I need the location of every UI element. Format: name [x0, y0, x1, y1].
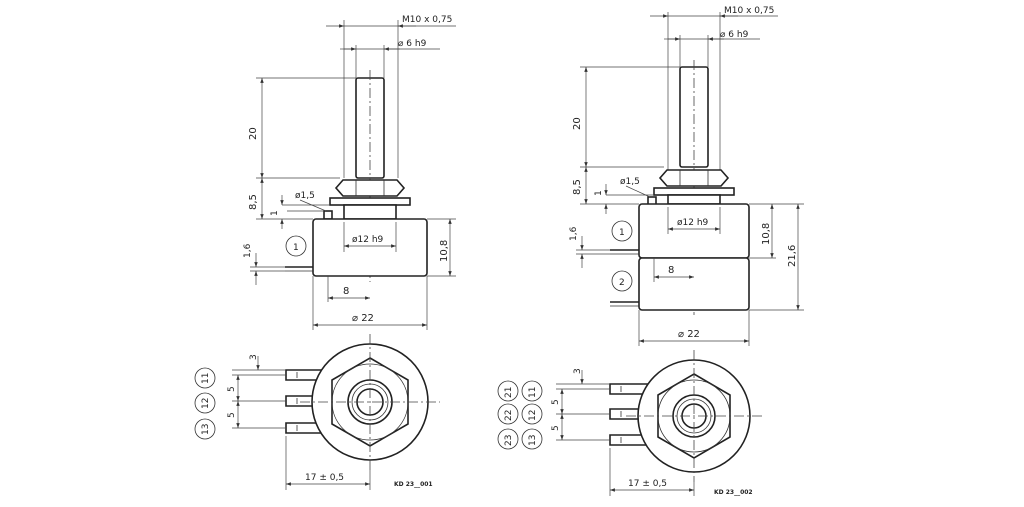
svg-text:12: 12	[528, 410, 538, 421]
offset-dim: 8	[343, 286, 349, 297]
washer-dim-right: 1	[594, 190, 604, 196]
label-11	[194, 367, 216, 389]
hex-nut	[334, 179, 406, 197]
pitch-dim-2: 5	[227, 412, 237, 418]
terminal-thickness-dim-right: 1,6	[569, 226, 579, 241]
label-12	[194, 392, 216, 414]
pin-dia-dim-right: ø1,5	[620, 177, 640, 187]
callout-1	[285, 235, 307, 257]
body-diameter-dim-right: ⌀ 22	[678, 329, 700, 340]
right-side-view: M10 x 0,75 ⌀ 6 h9 20 8,5 1 ø1,5	[569, 6, 804, 346]
label-23	[497, 428, 519, 450]
label-11-right	[521, 380, 543, 402]
callout-2-right	[611, 270, 633, 292]
bushing	[343, 204, 397, 220]
body-height-dim: 10,8	[439, 240, 450, 262]
washer-right	[653, 187, 735, 196]
terminal-thickness-dim: 1,6	[243, 243, 253, 258]
body-upper	[638, 203, 750, 259]
shaft-diameter-label: ⌀ 6 h9	[398, 39, 427, 49]
svg-text:23: 23	[504, 435, 514, 446]
svg-text:12: 12	[201, 398, 211, 409]
top-gap-dim-right: 3	[573, 368, 583, 374]
left-front-view: 11 12 13 3 5 5 17 ± 0,5 KD 23__001	[194, 334, 440, 490]
hex-nut-right	[658, 169, 730, 187]
body-height-dim-right: 10,8	[761, 223, 772, 245]
svg-text:21: 21	[504, 387, 514, 398]
body-diameter-dim: ⌀ 22	[352, 313, 374, 324]
shaft-length-dim-right: 20	[572, 117, 583, 130]
bushing-dim-right: 8,5	[572, 179, 583, 195]
label-13-right	[521, 428, 543, 450]
label-22	[497, 403, 519, 425]
offset-dim-right: 8	[668, 265, 674, 276]
svg-text:22: 22	[504, 410, 514, 421]
body-lower	[638, 257, 750, 311]
callout-1-right	[611, 220, 633, 242]
svg-text:11: 11	[528, 387, 538, 398]
pilot-diameter-dim-right: ø12 h9	[677, 218, 709, 228]
svg-text:2: 2	[619, 278, 625, 288]
pitch-dim-1-right: 5	[551, 399, 561, 405]
thread-label-right: M10 x 0,75	[724, 6, 774, 16]
pitch-dim-1: 5	[227, 386, 237, 392]
top-gap-dim: 3	[249, 354, 259, 360]
right-front-view: 21 11 22 12 23 13 3 5 5 17 ± 0,5 KD 23__…	[497, 350, 762, 496]
total-height-dim: 21,6	[787, 245, 798, 267]
drawing-id: KD 23__001	[394, 481, 433, 488]
svg-text:13: 13	[201, 424, 211, 435]
bushing-right	[667, 194, 721, 205]
label-21	[497, 380, 519, 402]
callout-1-label: 1	[293, 243, 299, 253]
bushing-dim: 8,5	[248, 194, 259, 210]
body	[312, 218, 428, 277]
pilot-diameter-dim: ø12 h9	[352, 235, 384, 245]
left-side-view: M10 x 0,75 ⌀ 6 h9 20 8,5	[243, 15, 456, 330]
width-dim: 17 ± 0,5	[305, 473, 344, 483]
washer-dim: 1	[270, 210, 280, 216]
label-12-right	[521, 403, 543, 425]
width-dim-right: 17 ± 0,5	[628, 479, 667, 489]
pitch-dim-2-right: 5	[551, 425, 561, 431]
svg-text:13: 13	[528, 435, 538, 446]
label-13	[194, 418, 216, 440]
drawing-id-right: KD 23__002	[714, 489, 753, 496]
thread-label: M10 x 0,75	[402, 15, 452, 25]
shaft-length-dim: 20	[248, 127, 259, 140]
locating-pin	[323, 210, 333, 220]
shaft-diameter-label-right: ⌀ 6 h9	[720, 30, 749, 40]
svg-text:1: 1	[619, 228, 625, 238]
svg-text:11: 11	[201, 373, 211, 384]
pin-dia-dim: ø1,5	[295, 191, 315, 201]
washer	[329, 197, 411, 206]
